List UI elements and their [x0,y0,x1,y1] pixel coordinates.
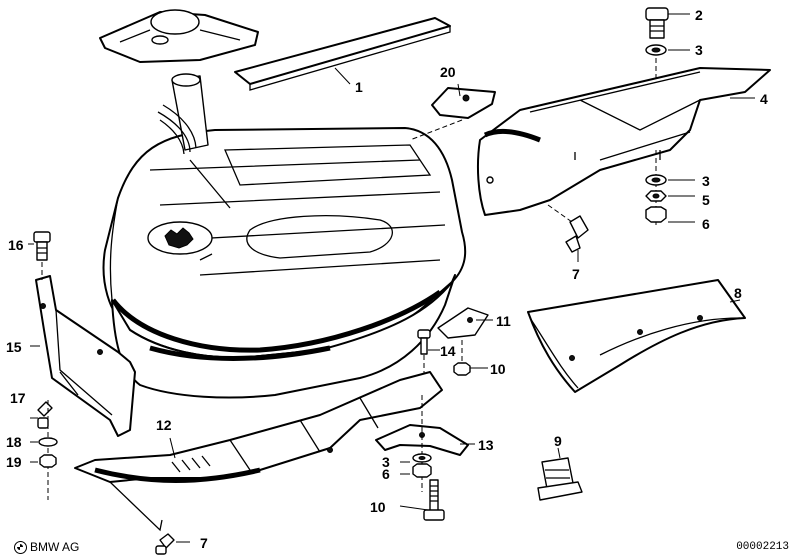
fastener-stack-right [645,150,667,225]
part-19-nut [39,454,57,468]
callout-6-lower: 6 [382,466,390,482]
part-20-clip [431,87,496,119]
callout-3-lower: 3 [382,454,390,470]
callout-1: 1 [355,79,363,95]
part-7-pin-upper [547,204,589,253]
part-12-support-strap [74,371,443,532]
callout-16: 16 [8,237,24,253]
callout-14: 14 [440,343,456,359]
part-15-left-bracket [35,275,136,437]
callout-19: 19 [6,454,22,470]
callout-17: 17 [10,390,26,406]
part-1-strip [234,17,451,91]
bmw-logo-icon [14,541,27,554]
callout-8: 8 [734,285,742,301]
callout-9: 9 [554,433,562,449]
callout-labels: 1 2 3 4 3 5 6 7 8 9 10 10 11 12 13 14 15… [6,7,768,551]
part-18-washer [38,437,58,447]
part-7-pin-lower [155,533,175,555]
part-4-heat-shield [476,67,771,216]
callout-4: 4 [760,91,768,107]
callout-7-lower: 7 [200,535,208,551]
part-10-nut-mid [453,362,471,376]
drawing-number: 00002213 [736,541,789,553]
callout-6-right: 6 [702,216,710,232]
brand-label: BMW AG [14,540,79,554]
leader-lines [28,13,755,543]
part-14-bolt [417,329,431,380]
part-8-curved-shield [527,279,746,393]
callout-20: 20 [440,64,456,80]
callout-7-upper: 7 [572,266,580,282]
part-16-bolt [33,231,51,280]
callout-3-right: 3 [702,173,710,189]
callout-3-top: 3 [695,42,703,58]
callout-15: 15 [6,339,22,355]
part-3-washer-top [645,44,667,56]
callout-13: 13 [478,437,494,453]
callout-2: 2 [695,7,703,23]
brand-text: BMW AG [30,540,80,554]
callout-12: 12 [156,417,172,433]
callout-5: 5 [702,192,710,208]
fastener-stack-lower [412,453,445,521]
part-2-bolt [645,7,669,39]
filler-mount-bracket [99,9,259,63]
callout-18: 18 [6,434,22,450]
part-9-clip [537,457,583,501]
part-11-bracket [437,307,489,365]
callout-11: 11 [496,313,511,329]
callout-10-lower: 10 [370,499,386,515]
part-17-pin [37,401,53,429]
callout-10-mid: 10 [490,361,506,377]
fuel-tank [102,73,467,399]
